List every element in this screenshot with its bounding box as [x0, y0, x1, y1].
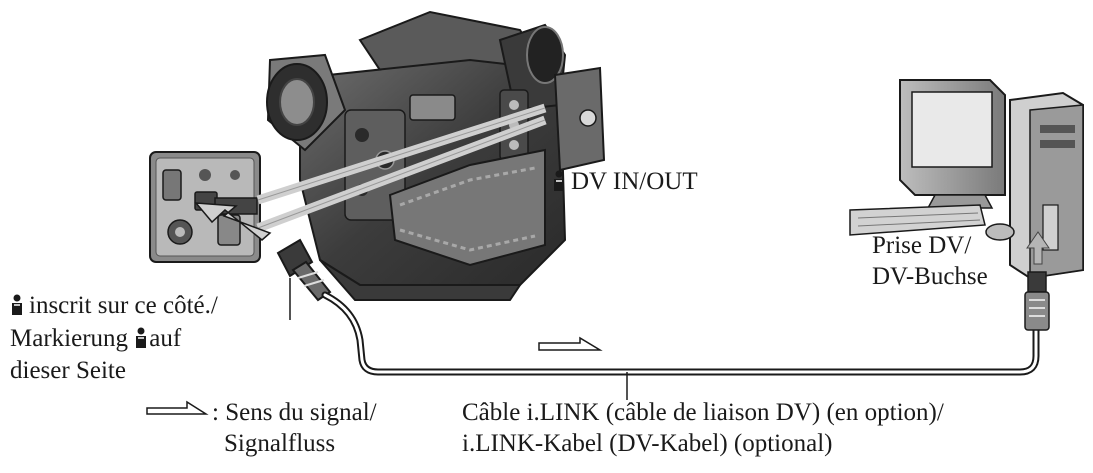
ilink-logo-icon — [136, 327, 147, 348]
up-arrow-icon — [1026, 231, 1050, 265]
zoom-projection-lines — [256, 103, 547, 233]
pc-port-label: Prise DV/ DV-Buchse — [872, 232, 988, 291]
ilink-logo-icon — [12, 294, 22, 315]
camcorder-illustration — [266, 10, 606, 301]
legend-signal-arrow-icon — [146, 400, 209, 415]
signal-legend-label: : Sens du signal/ Signalfluss — [212, 399, 377, 458]
insertion-arrow-icon — [194, 202, 272, 241]
signal-arrow-icon — [538, 336, 603, 351]
cable-label: Câble i.LINK (câble de liaison DV) (en o… — [462, 399, 944, 458]
dv-in-out-label: DV IN/OUT — [552, 166, 698, 197]
side-mark-label: inscrit sur ce côté./ Markierung auf die… — [10, 292, 218, 384]
computer-illustration — [849, 79, 1084, 280]
camera-side-plug — [276, 238, 332, 302]
dv-cable — [321, 291, 1040, 376]
ilink-logo-icon — [554, 170, 564, 191]
pc-side-plug — [1024, 271, 1050, 331]
